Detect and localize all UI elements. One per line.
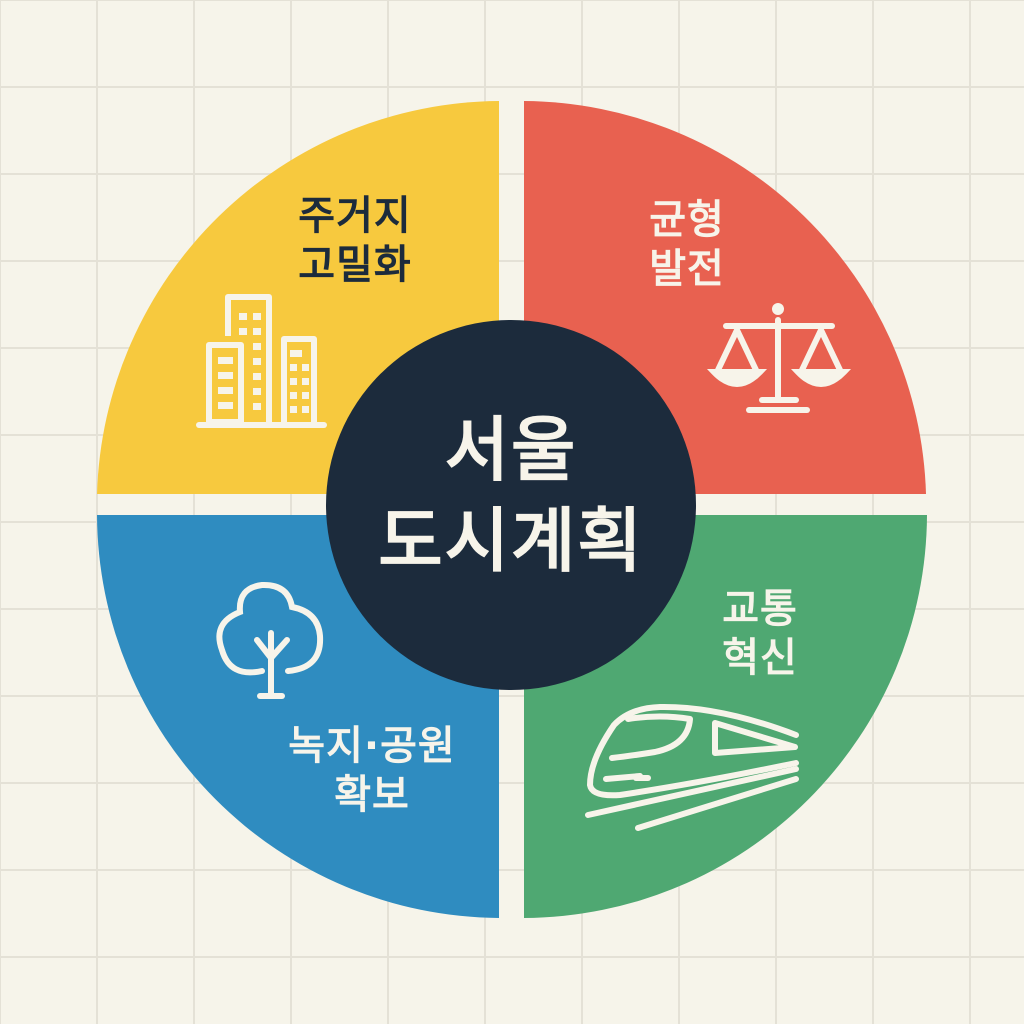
buildings-icon [196,294,327,428]
tree-icon [216,581,324,699]
label-transport: 교통 혁신 [690,585,830,683]
center-circle [326,320,696,690]
label-green-line2: 확보 [334,771,410,818]
label-housing-line1: 주거지 [298,193,412,239]
label-green-line1: 녹지·공원 [288,723,456,769]
label-balance: 균형 발전 [612,196,762,294]
label-transport-line2: 혁신 [722,634,798,681]
center-title: 서울 도시계획 [331,405,691,587]
label-balance-line2: 발전 [649,245,725,292]
center-title-line1: 서울 [444,409,578,491]
scales-icon [706,303,852,413]
label-housing: 주거지 고밀화 [270,192,440,290]
label-green: 녹지·공원 확보 [262,722,482,820]
train-icon [585,703,799,831]
label-balance-line1: 균형 [649,197,725,243]
label-housing-line2: 고밀화 [298,241,412,288]
center-title-line2: 도시계획 [378,500,644,582]
label-transport-line1: 교통 [722,586,798,632]
